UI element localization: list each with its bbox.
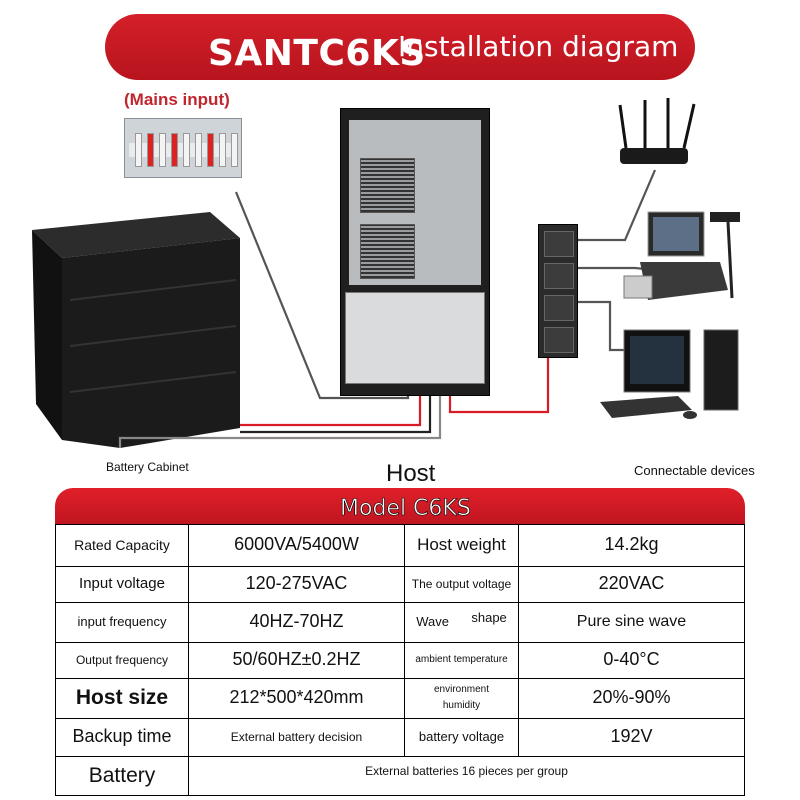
host-label: Host	[386, 460, 436, 487]
table-row-value: 120-275VAC	[245, 573, 348, 594]
diagram-subtitle: Installation diagram	[398, 30, 679, 63]
table-row-label: input frequency	[77, 614, 167, 630]
table-row-value: 50/60HZ±0.2HZ	[232, 649, 361, 670]
table-row-value: 192V	[610, 726, 653, 747]
battery-cabinet-image	[32, 212, 240, 448]
pos-terminal-image	[623, 211, 740, 300]
table-row-label: shape	[471, 610, 507, 626]
environment-humidity-label: environment humidity	[405, 678, 518, 718]
table-row-value: 212*500*420mm	[229, 687, 364, 708]
router-image	[618, 98, 696, 164]
table-row-value: External batteries 16 pieces per group	[365, 763, 568, 778]
table-row-value: 20%-90%	[592, 687, 671, 708]
table-row-value: 220VAC	[598, 573, 665, 594]
table-row-value: 0-40°C	[603, 649, 660, 670]
table-row-value: 14.2kg	[604, 534, 659, 555]
desktop-computer-image	[600, 329, 739, 419]
spec-table	[55, 524, 745, 796]
table-row-label: Rated Capacity	[74, 536, 170, 553]
table-row-label: humidity	[442, 700, 481, 711]
cooling-fan-icon	[360, 224, 415, 279]
terminal-block	[345, 292, 485, 384]
breaker-panel-image	[124, 118, 242, 178]
table-row-value: 6000VA/5400W	[234, 534, 359, 555]
table-row-label: Output frequency	[75, 652, 169, 667]
table-row-label: battery voltage	[418, 729, 505, 745]
table-row-label: The output voltage	[411, 576, 512, 591]
table-row-label: Host weight	[417, 534, 506, 554]
spec-table-header	[55, 488, 745, 524]
connectable-devices-label: Connectable devices	[634, 463, 755, 478]
table-row-value: Pure sine wave	[576, 613, 687, 631]
table-row-label: Host size	[75, 686, 169, 710]
table-row-label: Battery	[88, 763, 156, 787]
cooling-fan-icon	[360, 158, 415, 213]
mains-input-label: (Mains input)	[124, 90, 230, 109]
power-socket-strip	[538, 224, 578, 358]
table-row-label: ambient temperature	[415, 654, 508, 665]
table-row-label: Wave	[416, 614, 449, 630]
table-row-value: 40HZ-70HZ	[249, 611, 344, 632]
spec-table-title: Model C6KS	[340, 496, 471, 522]
table-row-value: External battery decision	[230, 729, 363, 744]
model-title: SANTC6KS	[208, 33, 426, 74]
table-row-label: environment	[433, 684, 490, 695]
title-banner	[105, 14, 695, 80]
battery-cabinet-label: Battery Cabinet	[106, 460, 189, 474]
wave-shape-label: Wave shape	[405, 602, 518, 642]
table-row-label: Input voltage	[79, 575, 165, 592]
table-row-label: Backup time	[72, 726, 172, 747]
